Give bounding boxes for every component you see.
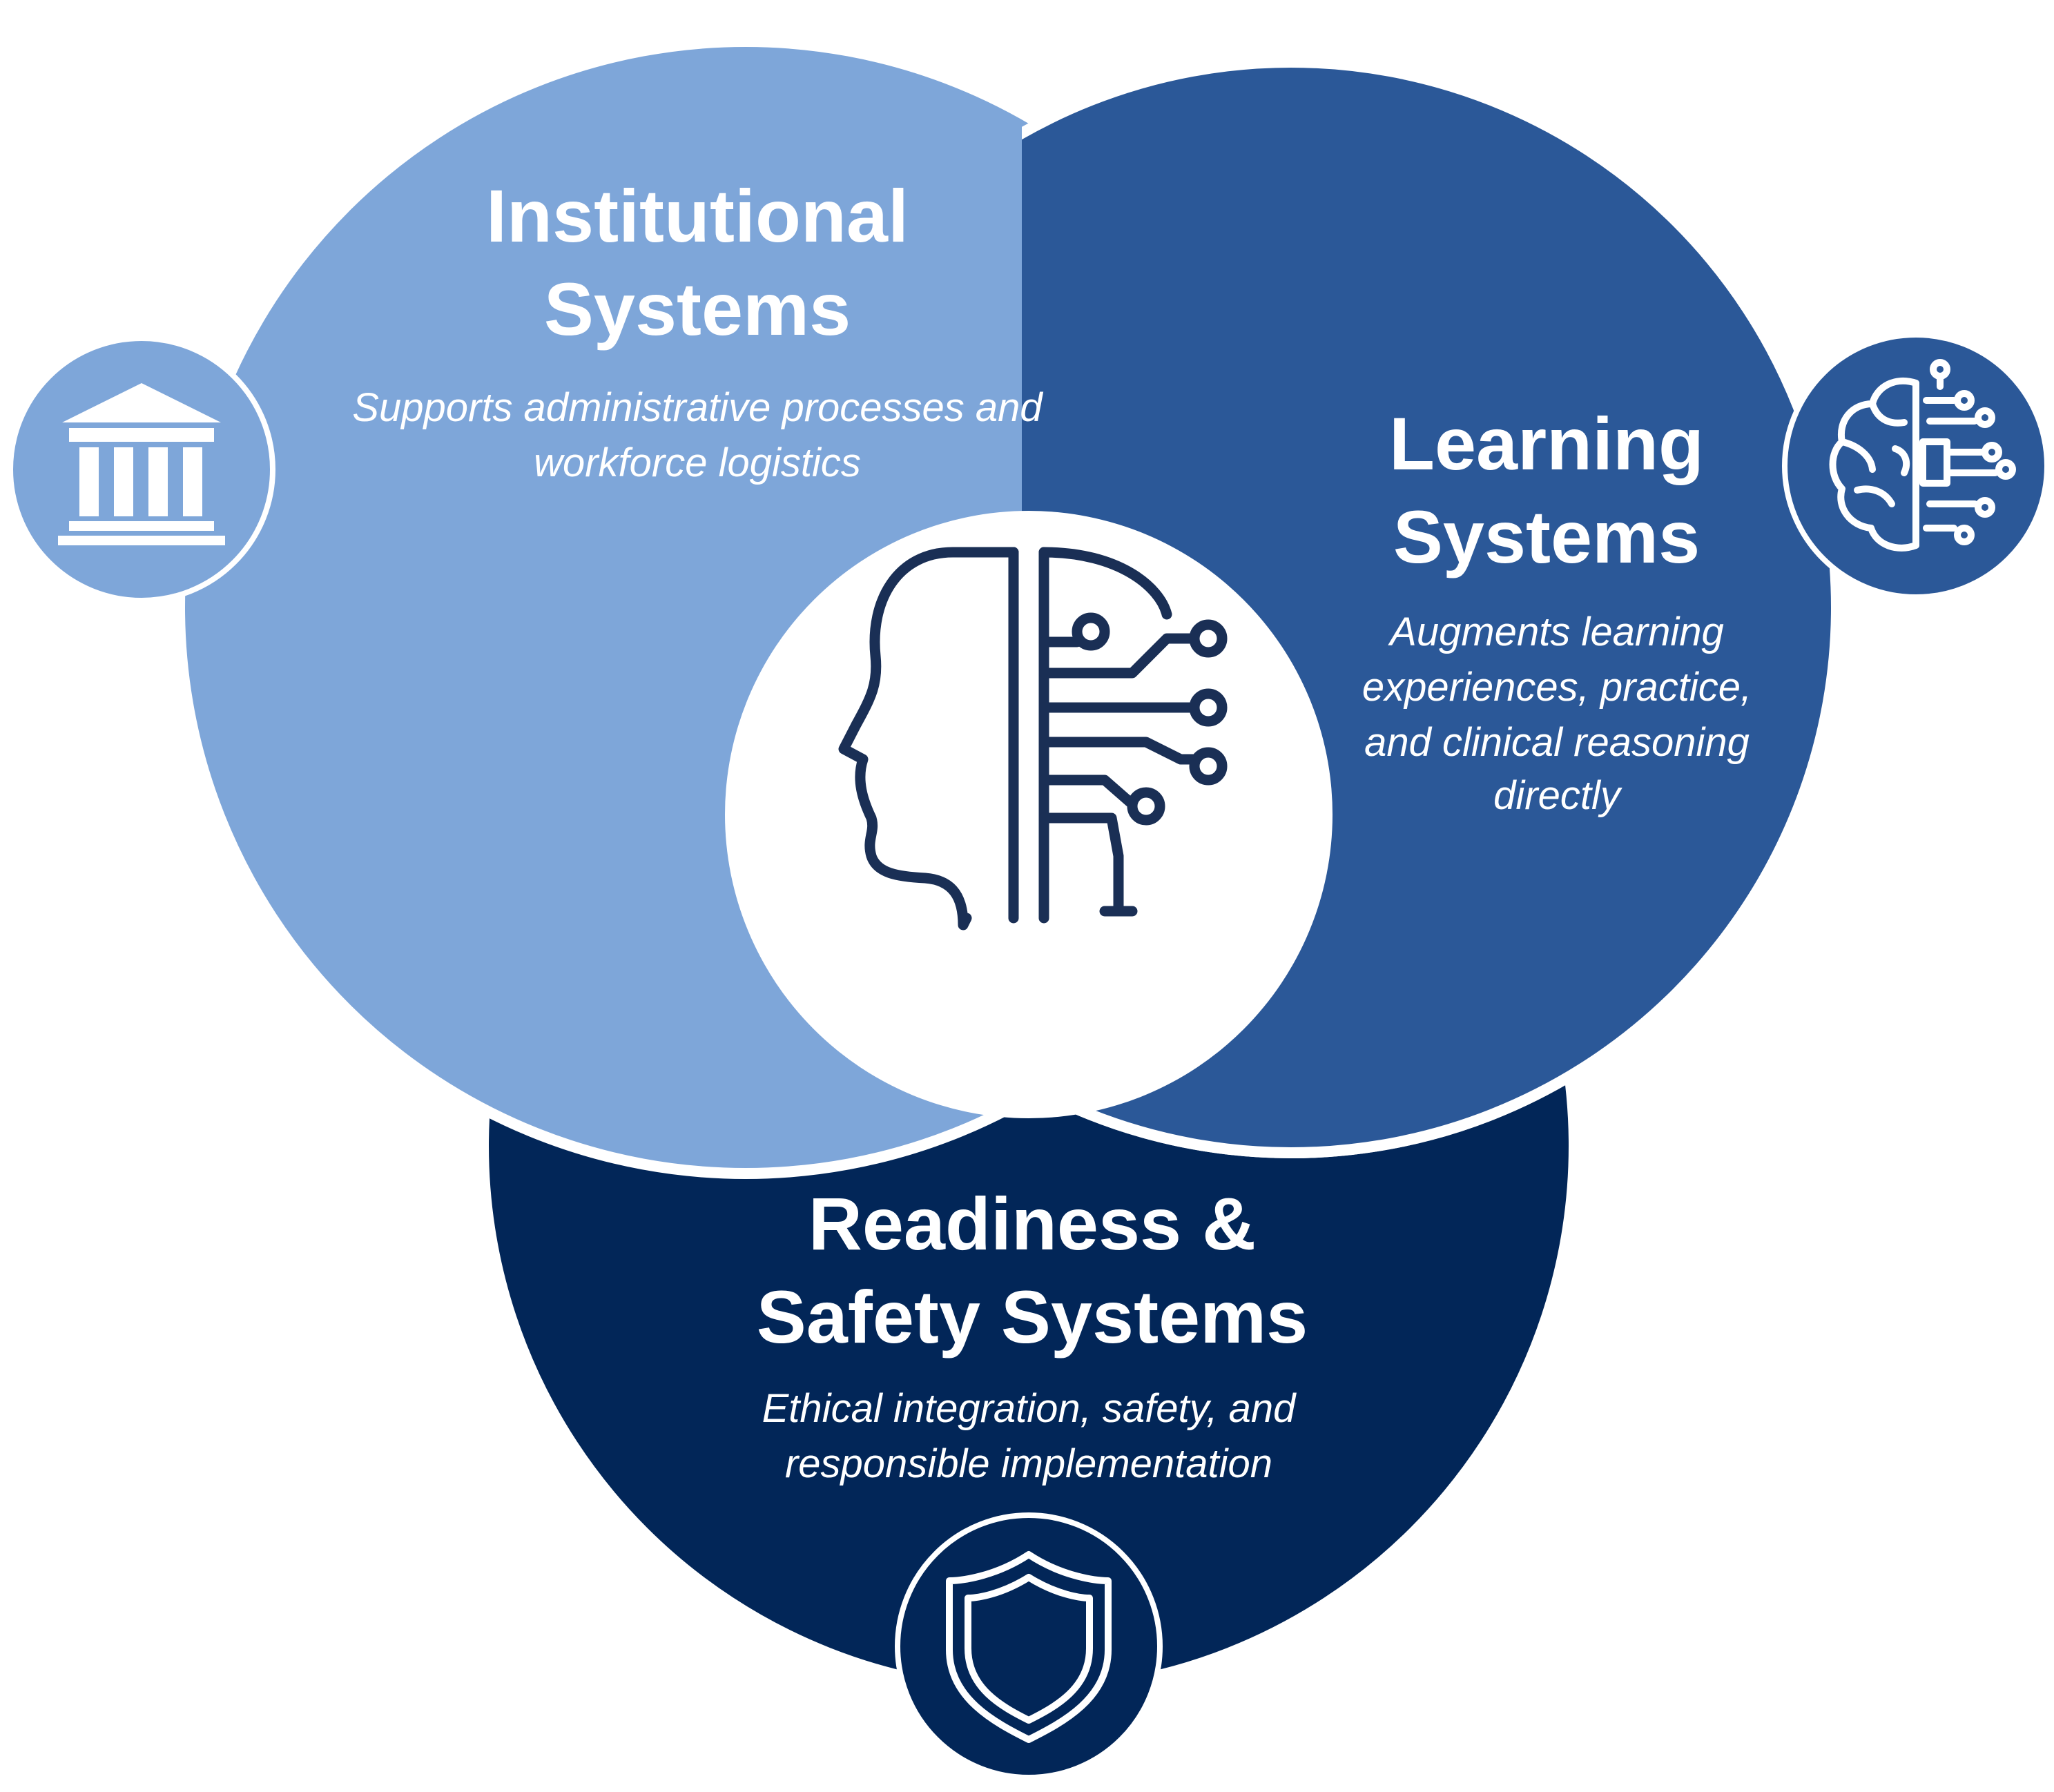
institutional-desc-line1: Supports administrative processes and — [352, 385, 1043, 430]
institutional-title-line1: Institutional — [486, 174, 909, 257]
center-circle — [725, 511, 1333, 1118]
learning-desc-line4: directly — [1493, 773, 1622, 818]
learning-desc-line1: Augments learning — [1388, 610, 1724, 654]
institutional-icon-badge — [8, 335, 275, 603]
ai-head-circuit-icon — [838, 547, 1228, 931]
readiness-text-group: Readiness & Safety Systems Ethical integ… — [757, 1182, 1308, 1486]
readiness-icon-badge — [895, 1512, 1163, 1780]
readiness-title-line1: Readiness & — [808, 1182, 1256, 1265]
institutional-title-line2: Systems — [544, 267, 851, 351]
institutional-text-group: Institutional Systems Supports administr… — [352, 174, 1043, 485]
institutional-desc-line2: workforce logistics — [534, 440, 861, 485]
learning-icon-badge — [1782, 332, 2050, 600]
learning-desc-line3: and clinical reasoning — [1364, 720, 1750, 765]
readiness-title-line2: Safety Systems — [757, 1275, 1308, 1358]
learning-title-line1: Learning — [1389, 402, 1704, 485]
readiness-desc-line1: Ethical integration, safety, and — [762, 1386, 1297, 1431]
readiness-desc-line2: responsible implementation — [785, 1441, 1272, 1486]
learning-desc-line2: experiences, practice, — [1362, 665, 1752, 710]
building-columns-icon — [58, 383, 225, 545]
learning-title-line2: Systems — [1393, 495, 1700, 578]
learning-text-group: Learning Systems Augments learning exper… — [1362, 402, 1752, 818]
shield-icon — [946, 1551, 1112, 1743]
brain-circuit-icon — [1829, 359, 2016, 552]
